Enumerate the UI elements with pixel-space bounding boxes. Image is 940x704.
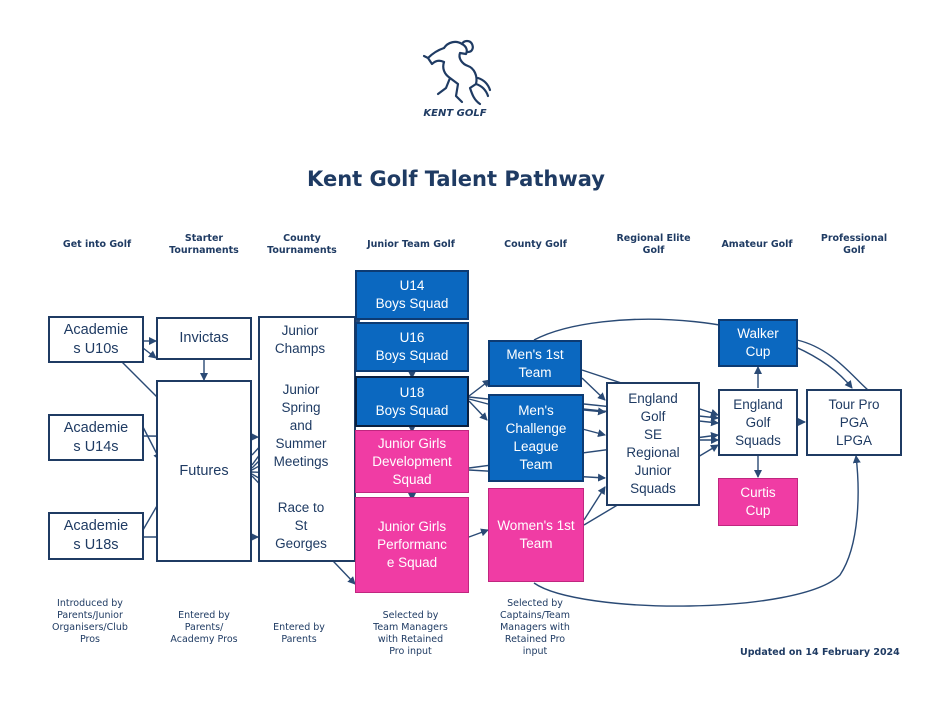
page-title: Kent Golf Talent Pathway [307,167,605,191]
label-race-to-st-georges: Race to St Georges [275,500,327,551]
arrow-mens1st-tourpro [533,318,853,389]
box-invictas: Invictas [156,317,252,360]
arrow-mens1st-egse [581,377,606,401]
box-u14-boys-squad: U14 Boys Squad [355,270,469,320]
header-junior-team-golf: Junior Team Golf [367,239,455,250]
header-starter-tournaments: Starter Tournaments [169,233,239,256]
box-futures: Futures [156,380,252,562]
note-starter-tournaments: Entered by Parents/ Academy Pros [170,610,238,645]
header-regional-elite-golf: Regional Elite Golf [616,233,691,256]
arrow-u18-mens1st [468,379,491,397]
header-county-golf: County Golf [504,239,567,250]
box-walker-cup: Walker Cup [718,319,798,367]
arrow-u10-invictas-2 [142,347,157,359]
box-england-golf-se-regional: England Golf SE Regional Junior Squads [606,382,700,506]
box-junior-girls-development: Junior Girls Development Squad [355,430,469,493]
logo-text: KENT GOLF [423,108,487,119]
box-u16-boys-squad: U16 Boys Squad [355,322,469,372]
box-academies-u10s: Academie s U10s [48,316,144,363]
label-junior-champs: Junior Champs [274,323,326,356]
updated-date: Updated on 14 February 2024 [740,647,900,658]
label-junior-spring-summer: Junior Spring and Summer Meetings [273,382,329,469]
box-womens-1st-team: Women's 1st Team [488,488,584,582]
arrow-womens-tourpro [533,455,861,607]
box-academies-u14s: Academie s U14s [48,414,144,461]
header-get-into-golf: Get into Golf [62,239,132,250]
rearing-horse-icon [422,39,492,106]
header-county-tournaments: County Tournaments [267,233,337,256]
arrow-challenge-egse [583,407,606,416]
box-tour-pro-pga-lpga: Tour Pro PGA LPGA [806,389,902,456]
box-academies-u18s: Academie s U18s [48,512,144,560]
note-get-into-golf: Introduced by Parents/Junior Organisers/… [52,598,128,645]
arrow-womens-egse [583,486,606,521]
header-professional-golf: Professional Golf [820,233,888,256]
arrow-u18-challenge [468,400,488,421]
header-amateur-golf: Amateur Golf [721,239,793,250]
box-u18-boys-squad: U18 Boys Squad [355,376,469,427]
box-mens-1st-team: Men's 1st Team [488,340,582,387]
note-junior-team-golf: Selected by Team Managers with Retained … [373,610,448,657]
box-mens-challenge-league: Men's Challenge League Team [488,394,584,482]
note-county-tournaments: Entered by Parents [273,622,325,645]
box-junior-girls-performance: Junior Girls Performanc e Squad [355,497,469,593]
arrow-girls-perf-womens [468,528,489,538]
box-curtis-cup: Curtis Cup [718,478,798,526]
note-county-golf: Selected by Captains/Team Managers with … [500,598,570,657]
box-england-golf-squads: England Golf Squads [718,389,798,456]
